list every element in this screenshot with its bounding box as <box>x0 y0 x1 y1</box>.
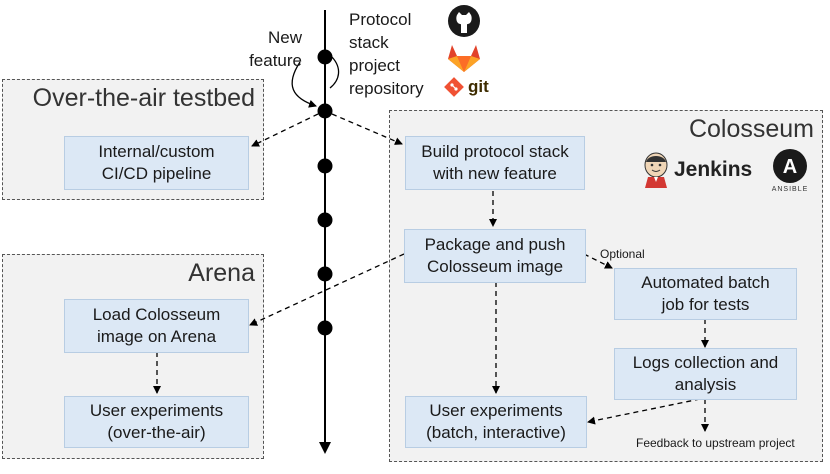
git-logo: git <box>444 77 489 97</box>
jenkins-logo: Jenkins <box>642 152 752 188</box>
timeline-commit <box>317 266 333 282</box>
node-user-batch-label: User experiments (batch, interactive) <box>426 401 566 442</box>
node-logs-collection: Logs collection and analysis <box>614 348 797 400</box>
jenkins-wordmark: Jenkins <box>674 158 753 181</box>
timeline-commit <box>317 320 333 336</box>
arrow-to-ota-pipeline <box>251 113 319 147</box>
feedback-label: Feedback to upstream project <box>636 436 795 450</box>
arrow-package-to-load <box>249 253 405 326</box>
timeline-commit <box>317 103 333 119</box>
node-ota-pipeline-label: Internal/custom CI/CD pipeline <box>98 142 215 183</box>
node-ota-pipeline: Internal/custom CI/CD pipeline <box>64 136 249 190</box>
repository-label: Protocol stack project repository <box>349 10 424 98</box>
ansible-icon-letter: A <box>783 156 797 178</box>
git-wordmark: git <box>468 77 489 96</box>
node-logs-label: Logs collection and analysis <box>632 353 779 394</box>
new-feature-branch-curve <box>329 56 340 89</box>
node-automated-batch: Automated batch job for tests <box>614 268 797 320</box>
arrow-to-build <box>331 113 403 145</box>
node-load-colosseum-arena: Load Colosseum image on Arena <box>64 299 249 353</box>
gitlab-icon <box>448 45 480 72</box>
arrow-logs-to-user-batch <box>587 398 701 425</box>
node-build-label: Build protocol stack with new feature <box>421 142 569 183</box>
node-build-protocol-stack: Build protocol stack with new feature <box>405 136 585 190</box>
node-package-label: Package and push Colosseum image <box>424 235 566 276</box>
jenkins-icon <box>644 152 668 188</box>
node-package-push: Package and push Colosseum image <box>404 229 586 283</box>
ansible-icon: A <box>773 149 807 183</box>
timeline-commit <box>317 158 333 174</box>
git-icon <box>444 77 464 97</box>
node-user-experiments-batch: User experiments (batch, interactive) <box>405 396 587 448</box>
ansible-logo: A ANSIBLE <box>768 148 812 193</box>
timeline-commit <box>317 49 333 65</box>
panel-title-colosseum: Colosseum <box>688 115 814 143</box>
ansible-wordmark: ANSIBLE <box>771 186 809 193</box>
node-load-label: Load Colosseum image on Arena <box>92 305 221 346</box>
node-user-ota-label: User experiments (over-the-air) <box>89 401 224 442</box>
timeline-commit <box>317 212 333 228</box>
panel-title-arena: Arena <box>188 259 255 287</box>
optional-label: Optional <box>600 247 645 261</box>
github-icon <box>448 5 480 37</box>
node-batch-label: Automated batch job for tests <box>641 273 770 314</box>
panel-title-ota: Over-the-air testbed <box>32 84 255 112</box>
node-user-experiments-ota: User experiments (over-the-air) <box>64 396 249 448</box>
new-feature-label: New feature <box>249 28 302 70</box>
new-feature-arrow <box>291 61 317 108</box>
